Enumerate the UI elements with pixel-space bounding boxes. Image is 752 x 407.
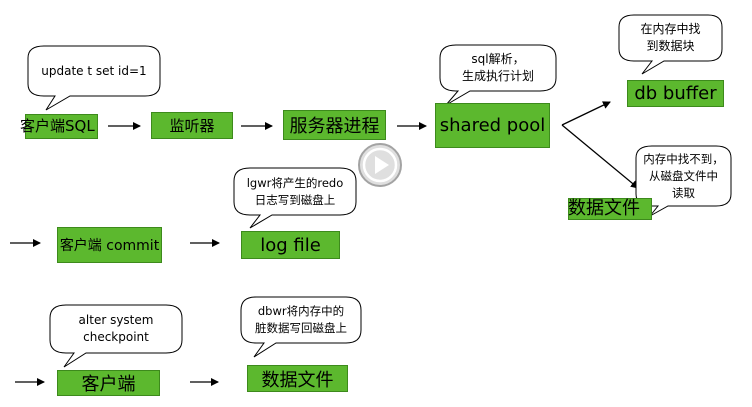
- bubble-sql-parse: sql解析， 生成执行计划: [461, 52, 534, 83]
- box-client-commit: 客户端 commit: [57, 227, 162, 263]
- bubble-find-memory: 在内存中找 到数据块: [640, 22, 701, 53]
- arrow-pool-to-buffer: [561, 101, 611, 126]
- box-listener: 监听器: [151, 112, 233, 139]
- box-data-file-1: [568, 198, 652, 220]
- box-server-process: 服务器进程: [283, 110, 386, 140]
- play-icon: [358, 143, 402, 187]
- bubble-lgwr-shape: [233, 167, 357, 229]
- box-log-file: log file: [241, 231, 340, 259]
- bubble-find-memory-shape: [618, 14, 723, 75]
- bubble-not-found: 内存中找不到， 从磁盘文件中 读取: [643, 151, 724, 200]
- bubble-dbwr-shape: [240, 296, 362, 358]
- label-listener: 监听器: [169, 117, 215, 135]
- arrow-pool-to-datafile: [561, 124, 639, 189]
- bubble-update-sql: update t set id=1: [41, 63, 147, 78]
- bubble-update-sql-shape: [27, 45, 161, 111]
- box-db-buffer: db buffer: [627, 80, 724, 107]
- bubble-dbwr: dbwr将内存中的 脏数据写回磁盘上: [255, 304, 347, 335]
- label-shared-pool: shared pool: [439, 115, 546, 136]
- play-button[interactable]: [357, 142, 403, 188]
- bubble-not-found-shape: [635, 145, 732, 217]
- box-shared-pool: shared pool: [435, 103, 550, 148]
- label-client-commit: 客户端 commit: [59, 238, 160, 254]
- label-server-process: 服务器进程: [289, 116, 380, 137]
- label-log-file: log file: [260, 234, 321, 256]
- bubble-checkpoint-shape: [49, 304, 183, 368]
- label-client: 客户端: [81, 374, 136, 395]
- box-data-file-2: 数据文件: [247, 365, 348, 392]
- box-client-sql: [25, 114, 98, 139]
- bubble-checkpoint: alter system checkpoint: [78, 313, 154, 344]
- label-client-sql: 客户端SQL: [20, 117, 95, 135]
- label-data-file-1: 数据文件: [568, 198, 640, 219]
- box-client: 客户端: [57, 370, 160, 396]
- label-db-buffer: db buffer: [634, 83, 717, 104]
- bubble-sql-parse-shape: [439, 44, 557, 106]
- label-data-file-2: 数据文件: [261, 369, 334, 391]
- bubble-lgwr: lgwr将产生的redo 日志写到磁盘上: [246, 175, 344, 207]
